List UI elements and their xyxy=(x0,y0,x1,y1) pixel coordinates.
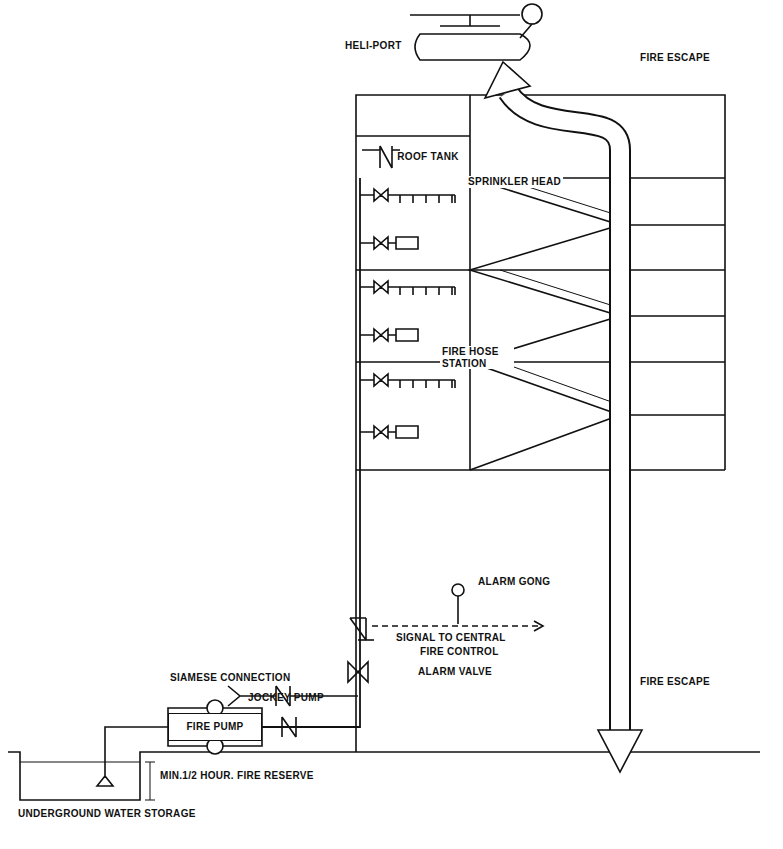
fire-escape-stair xyxy=(470,178,620,470)
siamese-connection xyxy=(228,686,358,706)
alarm-valve xyxy=(348,618,374,682)
escape-arrow xyxy=(598,730,642,772)
escape-arrow xyxy=(485,62,642,772)
label: SIGNAL TO CENTRAL xyxy=(396,632,506,644)
building xyxy=(356,95,725,752)
helicopter xyxy=(410,4,542,60)
reserve-dimension xyxy=(145,762,155,800)
ground-line xyxy=(20,762,140,763)
roof-tank-valve xyxy=(362,146,400,168)
label: FIRE ESCAPE xyxy=(640,676,710,688)
alarm-gong xyxy=(457,596,459,624)
reserve-dimension xyxy=(145,762,155,800)
sprinkler-row xyxy=(360,281,455,295)
hose-station xyxy=(360,237,418,249)
fire-escape-stair xyxy=(470,178,620,470)
signal-line xyxy=(534,621,543,631)
ground-line xyxy=(8,752,760,800)
node-text: ROOF TANK xyxy=(397,151,458,163)
pump-set xyxy=(97,700,356,786)
label: FIRE HOSE STATION xyxy=(440,346,514,369)
helicopter xyxy=(520,24,532,38)
sprinkler-branches xyxy=(360,189,455,438)
node-text: FIRE PUMP xyxy=(186,721,243,733)
roof-tank-valve xyxy=(362,146,400,168)
sprinkler-row xyxy=(360,189,455,203)
escape-arrow xyxy=(485,62,530,98)
label: ALARM VALVE xyxy=(418,666,492,678)
alarm-valve xyxy=(350,618,366,640)
helicopter xyxy=(522,4,542,24)
alarm-valve xyxy=(348,662,368,682)
building xyxy=(620,225,725,415)
helicopter xyxy=(410,15,520,26)
fire-escape-stair xyxy=(500,178,620,405)
roof-tank-room: ROOF TANK xyxy=(356,136,470,178)
signal-line xyxy=(372,621,543,631)
label: SPRINKLER HEAD xyxy=(466,176,563,188)
sprinkler-row xyxy=(360,374,455,388)
pump-box: FIRE PUMP xyxy=(168,713,262,741)
alarm-gong xyxy=(452,584,464,624)
alarm-gong xyxy=(452,584,464,596)
building xyxy=(356,135,470,137)
label: HELI-PORT xyxy=(345,40,402,52)
label: UNDERGROUND WATER STORAGE xyxy=(18,808,196,820)
helicopter xyxy=(415,34,530,60)
label: MIN.1/2 HOUR. FIRE RESERVE xyxy=(160,770,314,782)
escape-arrow xyxy=(508,92,620,732)
label: FIRE ESCAPE xyxy=(640,52,710,64)
signal-line xyxy=(372,625,540,627)
label: SIAMESE CONNECTION xyxy=(170,672,290,684)
label: ALARM GONG xyxy=(478,576,550,588)
building xyxy=(356,178,725,470)
label: FIRE CONTROL xyxy=(420,646,499,658)
escape-arrow xyxy=(508,92,620,730)
riser-pipe xyxy=(262,178,360,727)
pump-set xyxy=(97,727,168,786)
label: JOCKEY PUMP xyxy=(248,692,324,704)
hose-station xyxy=(360,329,418,341)
building xyxy=(356,95,725,752)
ground-line xyxy=(8,752,760,800)
building xyxy=(469,95,471,470)
hose-station xyxy=(360,426,418,438)
